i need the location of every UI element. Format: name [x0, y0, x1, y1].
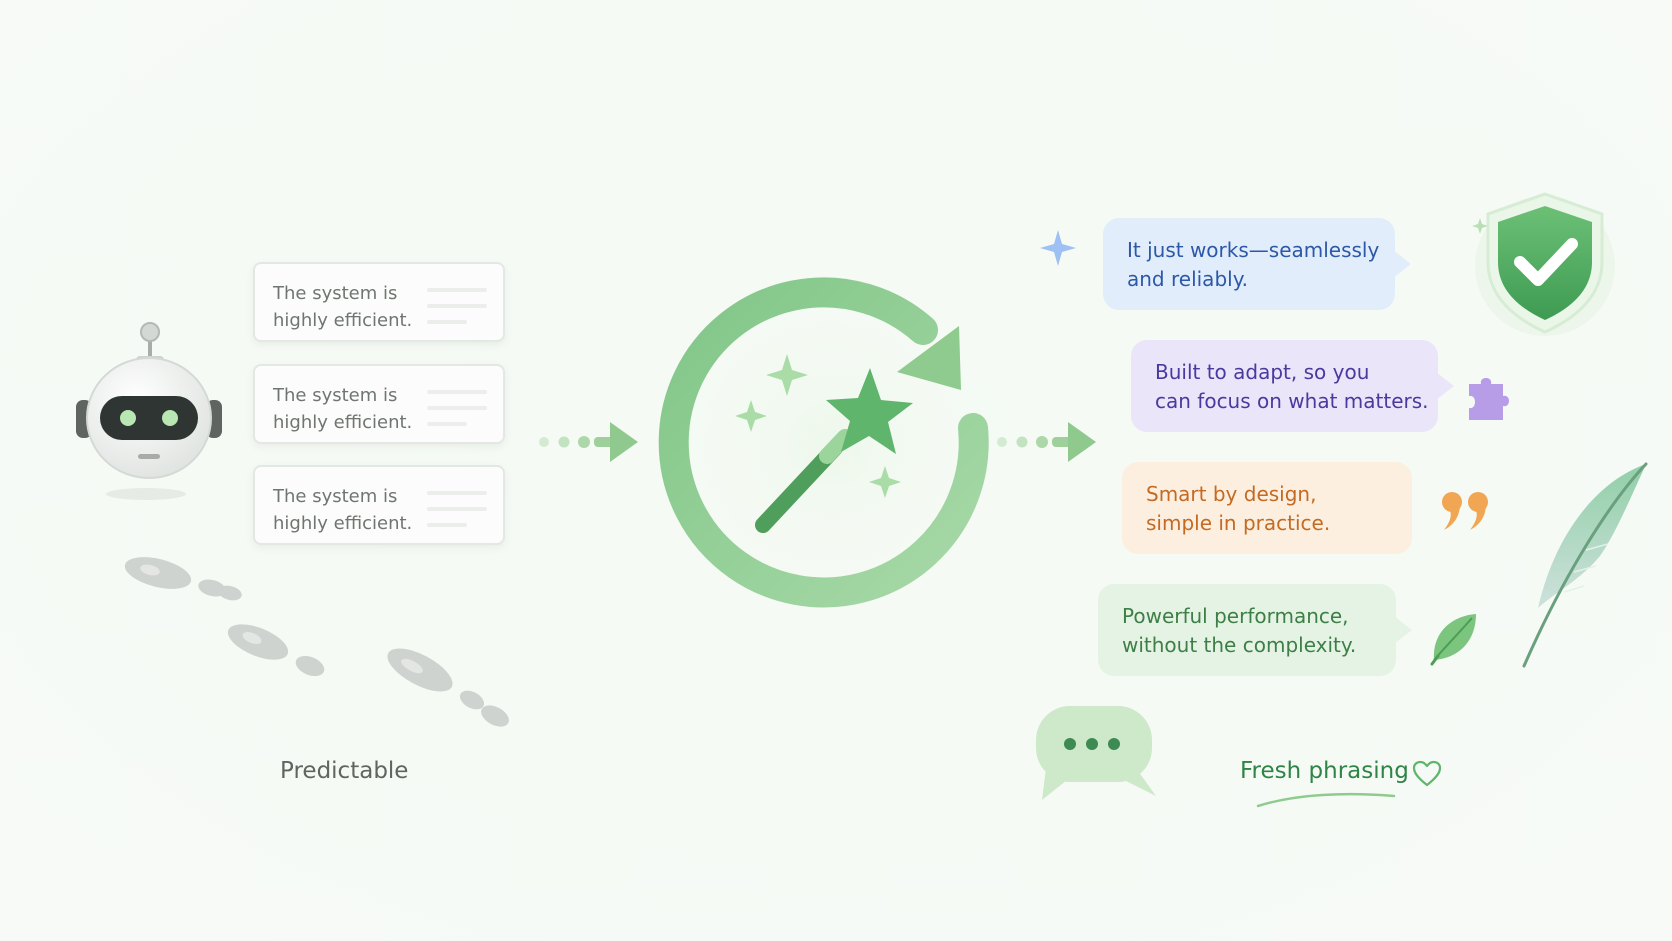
- card-line: [427, 320, 467, 324]
- card-line: [427, 390, 487, 394]
- footprints-icon: [120, 548, 520, 738]
- heart-outline-icon: [1412, 760, 1442, 788]
- bubble-tail: [1394, 616, 1412, 644]
- feather-icon: [1516, 460, 1656, 670]
- fresh-phrasing-caption: Fresh phrasing: [1240, 758, 1409, 784]
- bubble-tail: [1436, 372, 1454, 400]
- dotted-arrow-left-icon: [536, 420, 641, 464]
- phrase-text: It just works—seamlessly and reliably.: [1127, 238, 1380, 291]
- card-line: [427, 422, 467, 426]
- shield-check-icon: [1470, 188, 1620, 338]
- sample-card-3: The system is highly efficient.: [253, 465, 505, 545]
- bubble-tail: [1393, 250, 1411, 278]
- sample-card-text: The system is highly efficient.: [273, 385, 413, 433]
- phrase-bubble-4: Powerful performance, without the comple…: [1098, 584, 1412, 676]
- dotted-arrow-right-icon: [994, 420, 1099, 464]
- sparkle-icon: [1038, 228, 1078, 268]
- sample-card-text: The system is highly efficient.: [273, 283, 413, 331]
- leaf-icon: [1428, 610, 1480, 666]
- sample-card-text: The system is highly efficient.: [273, 486, 413, 534]
- phrase-bubble-2: Built to adapt, so you can focus on what…: [1131, 340, 1454, 432]
- caption-underline: [1256, 790, 1396, 810]
- phrase-bubble-3: Smart by design, simple in practice.: [1122, 462, 1412, 554]
- refresh-cycle-magic-wand-icon: [655, 270, 1005, 620]
- card-line: [427, 507, 487, 511]
- card-line: [427, 523, 467, 527]
- sample-card-2: The system is highly efficient.: [253, 364, 505, 444]
- sample-card-1: The system is highly efficient.: [253, 262, 505, 342]
- phrase-text: Powerful performance, without the comple…: [1122, 604, 1357, 657]
- quote-mark-icon: [1440, 490, 1492, 532]
- phrase-text: Smart by design, simple in practice.: [1146, 482, 1331, 535]
- predictable-caption: Predictable: [280, 758, 409, 784]
- puzzle-piece-icon: [1465, 374, 1513, 424]
- card-line: [427, 406, 487, 410]
- robot-icon: [74, 322, 224, 502]
- card-line: [427, 491, 487, 495]
- card-line: [427, 304, 487, 308]
- chat-bubble-icon: [1032, 702, 1162, 802]
- card-line: [427, 288, 487, 292]
- phrase-text: Built to adapt, so you can focus on what…: [1155, 360, 1429, 413]
- phrase-bubble-1: It just works—seamlessly and reliably.: [1103, 218, 1411, 310]
